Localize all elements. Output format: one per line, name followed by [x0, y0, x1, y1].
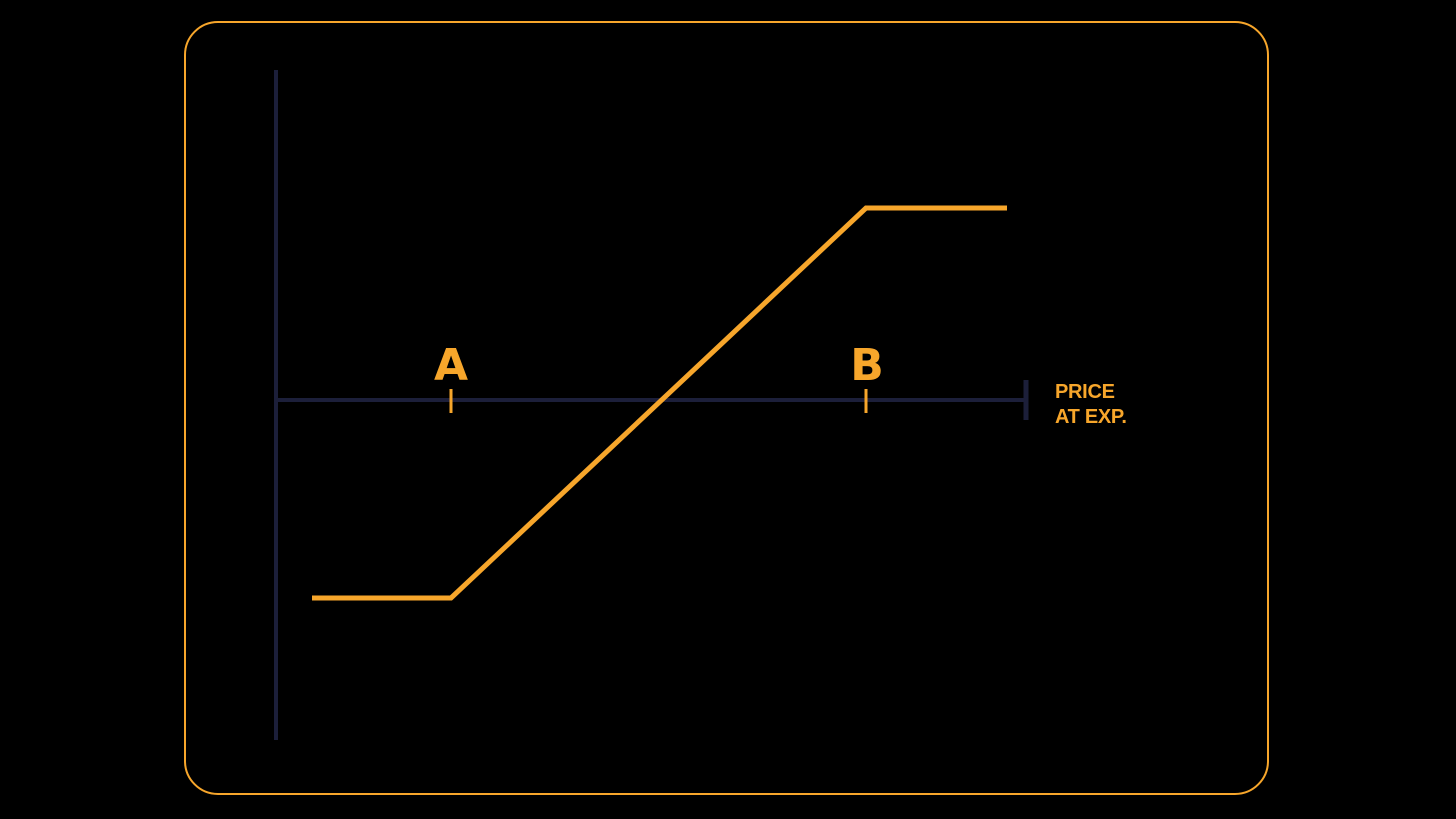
x-axis-label-line-2: AT EXP.: [1055, 406, 1127, 428]
x-axis-label-line-1: PRICE: [1055, 381, 1115, 403]
strike-a-label: A: [433, 340, 469, 391]
x-axis-label: PRICE AT EXP.: [1055, 380, 1127, 430]
payoff-line: [312, 205, 1007, 601]
diagram-frame: [184, 21, 1269, 795]
strike-b-label: B: [850, 340, 884, 391]
